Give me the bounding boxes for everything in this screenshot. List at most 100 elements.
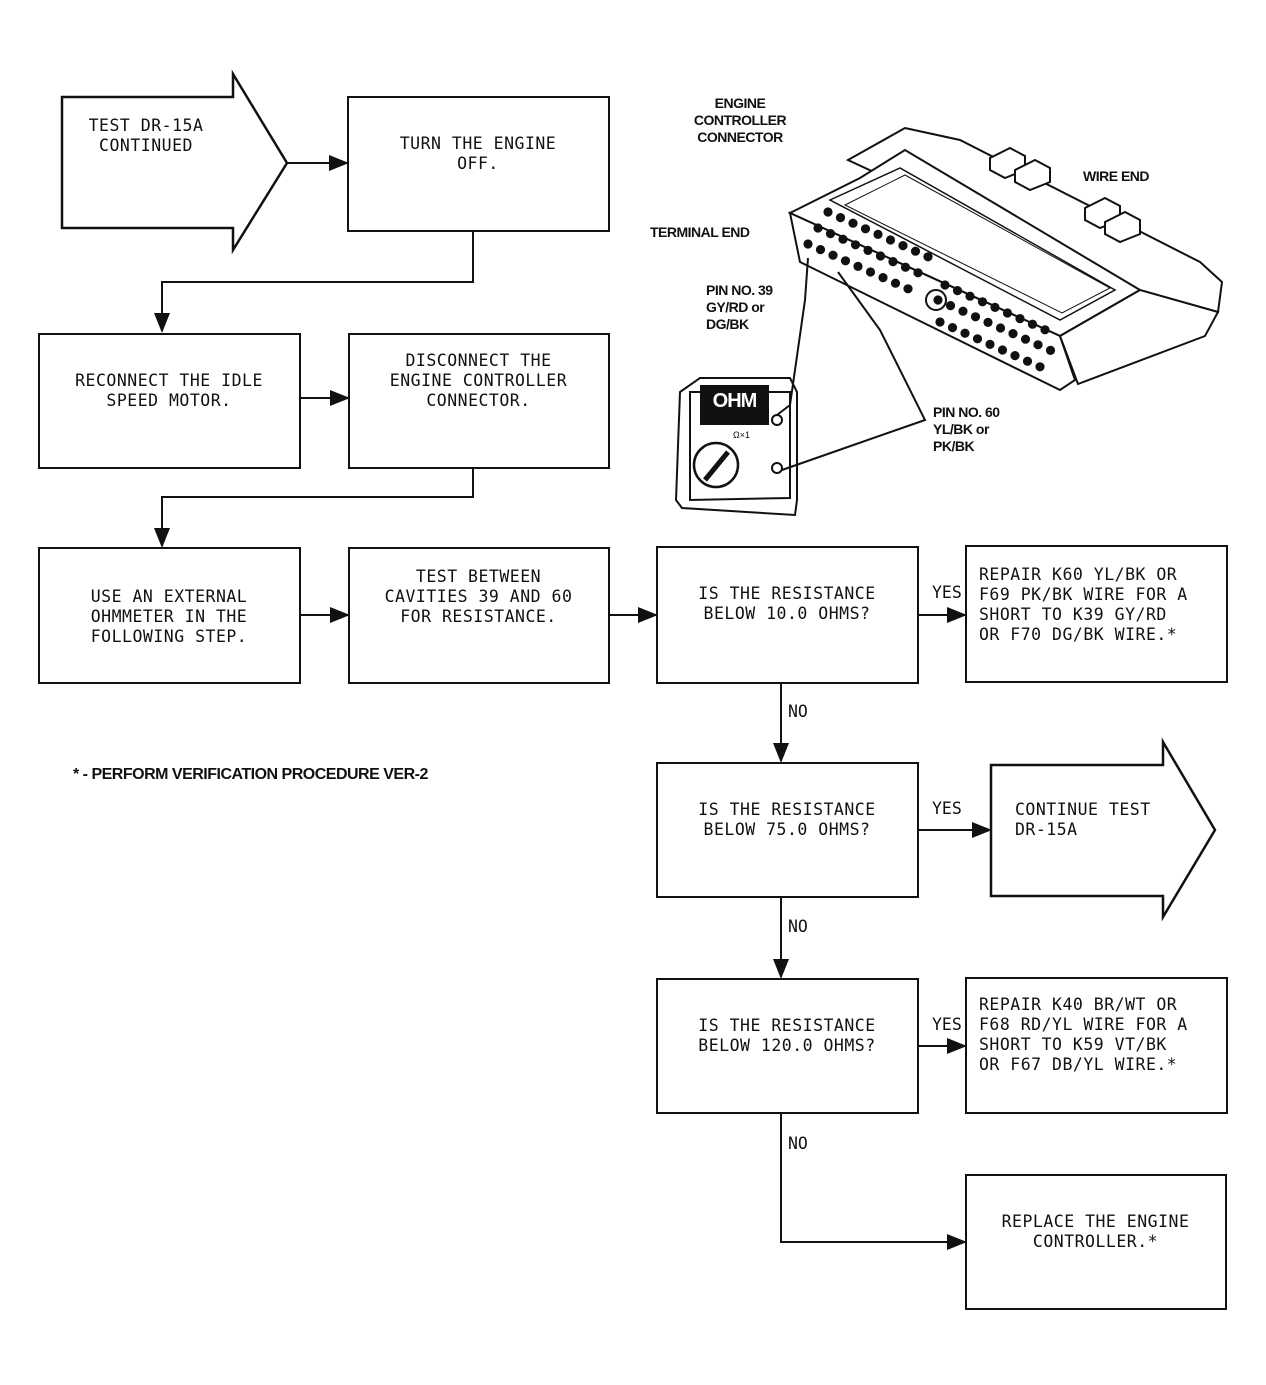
connector-pin	[972, 334, 983, 344]
connector-pin	[985, 339, 995, 349]
connector-pin	[910, 246, 921, 256]
ohmmeter	[674, 257, 927, 517]
connector-pin	[1035, 362, 1045, 372]
step-repair-k40: REPAIR K40 BR/WT OR F68 RD/YL WIRE FOR A…	[965, 977, 1228, 1114]
yes-label-q1: YES	[932, 583, 962, 602]
connector-pin	[1022, 356, 1033, 366]
step-turn-engine-off-text: TURN THE ENGINE OFF.	[399, 134, 557, 173]
decision-below-10-ohms: IS THE RESISTANCE BELOW 10.0 OHMS?	[656, 546, 919, 684]
connector-pin	[952, 286, 963, 296]
step-disconnect-controller: DISCONNECT THE ENGINE CONTROLLER CONNECT…	[348, 333, 610, 469]
connector-pin	[888, 257, 898, 267]
connector-pin	[945, 301, 956, 311]
connector-pin	[977, 297, 988, 307]
connector-pin	[885, 235, 896, 245]
start-arrow-shape	[60, 69, 289, 255]
connector-pin	[965, 291, 975, 301]
step-test-cavities-text: TEST BETWEEN CAVITIES 39 AND 60 FOR RESI…	[384, 567, 573, 626]
pin-60-label: PIN NO. 60 YL/BK or PK/BK	[933, 404, 1000, 454]
connector-pin	[1020, 334, 1031, 344]
meter-range-text: Ω×1	[733, 430, 750, 440]
continue-label: CONTINUE TEST DR-15A	[1015, 800, 1151, 839]
step-reconnect-idle-motor: RECONNECT THE IDLE SPEED MOTOR.	[38, 333, 301, 469]
connector-pin	[813, 223, 823, 233]
step-repair-k60: REPAIR K60 YL/BK OR F69 PK/BK WIRE FOR A…	[965, 545, 1228, 683]
connector-pin	[878, 273, 888, 283]
decision-below-10-text: IS THE RESISTANCE BELOW 10.0 OHMS?	[698, 584, 876, 623]
connector-pin	[983, 317, 993, 327]
decision-below-120-ohms: IS THE RESISTANCE BELOW 120.0 OHMS?	[656, 978, 919, 1114]
connector-pin	[835, 213, 846, 223]
step-disconnect-text: DISCONNECT THE ENGINE CONTROLLER CONNECT…	[389, 351, 568, 410]
step-replace-text: REPLACE THE ENGINE CONTROLLER.*	[1001, 1212, 1190, 1251]
meter-display-text: OHM	[712, 390, 758, 412]
connector-pin	[875, 251, 886, 261]
connector-pin	[1015, 314, 1025, 324]
no-label-q3: NO	[788, 1134, 808, 1153]
connector-pins	[803, 207, 1056, 372]
wire-end-label: WIRE END	[1083, 168, 1150, 184]
connector-pin	[958, 306, 968, 316]
connector-pin	[1033, 340, 1043, 350]
step-use-ohmmeter: USE AN EXTERNAL OHMMETER IN THE FOLLOWIN…	[38, 547, 301, 684]
no-label-q1: NO	[788, 702, 808, 721]
connector-pin	[1002, 308, 1013, 318]
continue-arrow-shape	[989, 737, 1217, 922]
connector-pin	[898, 241, 908, 251]
meter-display	[700, 385, 769, 425]
connector-pin	[995, 323, 1006, 333]
connector-pin	[865, 267, 876, 277]
connector-pin	[1008, 329, 1018, 339]
connector-pin	[828, 250, 838, 260]
yes-label-q3: YES	[932, 1015, 962, 1034]
connector-pin	[933, 295, 943, 305]
connector-pin	[947, 323, 958, 333]
connector-pin	[825, 229, 836, 239]
connector-title: ENGINE CONTROLLER CONNECTOR	[693, 95, 787, 145]
connector-pin	[900, 262, 911, 272]
step-use-ohmmeter-text: USE AN EXTERNAL OHMMETER IN THE FOLLOWIN…	[90, 587, 248, 646]
connector-pin	[850, 240, 861, 250]
pin-39-label: PIN NO. 39 GY/RD or DG/BK	[706, 282, 773, 332]
connector-pin	[1027, 319, 1038, 329]
footnote: * - PERFORM VERIFICATION PROCEDURE VER-2	[73, 766, 428, 783]
connector-pin	[1040, 325, 1050, 335]
connector-pin	[940, 280, 950, 290]
connector-pin	[873, 229, 883, 239]
connector-pin	[960, 328, 970, 338]
terminal-end-label: TERMINAL END	[650, 224, 750, 240]
step-replace-controller: REPLACE THE ENGINE CONTROLLER.*	[965, 1174, 1227, 1310]
arrow-turnoff-to-reconnect	[154, 232, 474, 333]
connector-pin	[1045, 345, 1056, 355]
no-label-q2: NO	[788, 917, 808, 936]
connector-pin	[815, 245, 826, 255]
connector-pin	[935, 317, 945, 327]
connector-pin	[970, 312, 981, 322]
connector-pin	[990, 302, 1000, 312]
connector-pin	[823, 207, 833, 217]
connector-pin	[803, 239, 813, 249]
connector-pin	[863, 245, 873, 255]
step-repair-k60-text: REPAIR K60 YL/BK OR F69 PK/BK WIRE FOR A…	[979, 565, 1188, 644]
yes-label-q2: YES	[932, 799, 962, 818]
arrow-q3-no	[780, 1113, 967, 1250]
connector-pin	[848, 218, 858, 228]
decision-below-75-ohms: IS THE RESISTANCE BELOW 75.0 OHMS?	[656, 762, 919, 898]
step-repair-k40-text: REPAIR K40 BR/WT OR F68 RD/YL WIRE FOR A…	[979, 995, 1188, 1074]
connector-pin	[997, 345, 1008, 355]
decision-below-120-text: IS THE RESISTANCE BELOW 120.0 OHMS?	[698, 1016, 876, 1055]
step-reconnect-text: RECONNECT THE IDLE SPEED MOTOR.	[75, 371, 263, 410]
step-test-cavities: TEST BETWEEN CAVITIES 39 AND 60 FOR RESI…	[348, 547, 610, 684]
step-turn-engine-off: TURN THE ENGINE OFF.	[347, 96, 610, 232]
connector-pin	[890, 278, 901, 288]
connector-pin	[853, 261, 863, 271]
connector-pin	[1010, 351, 1020, 361]
connector-pin	[923, 252, 933, 262]
connector-pin	[903, 284, 913, 294]
decision-below-75-text: IS THE RESISTANCE BELOW 75.0 OHMS?	[698, 800, 876, 839]
connector-pin	[838, 234, 848, 244]
connector-pin	[860, 224, 871, 234]
arrow-disconnect-to-ohmmeter	[154, 468, 474, 548]
